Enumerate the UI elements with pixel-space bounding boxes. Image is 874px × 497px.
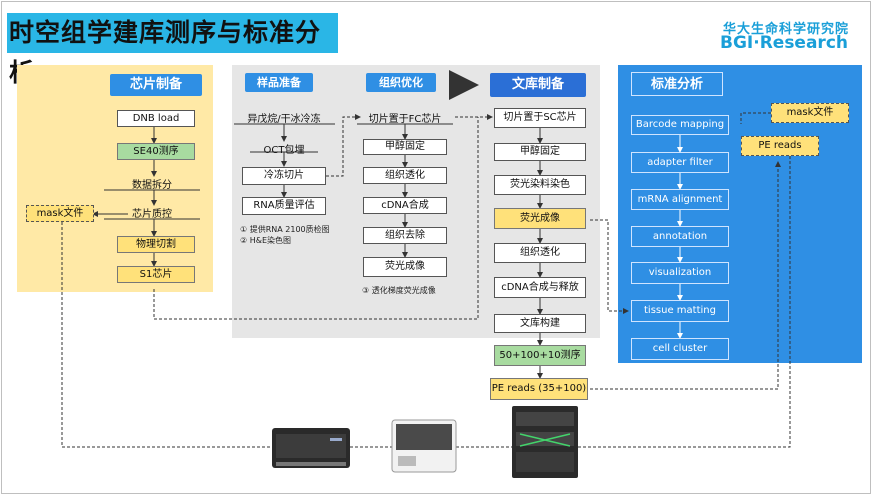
logo-cn: 华大生命科学研究院	[723, 22, 850, 37]
sample-panel-header: 样品准备	[245, 73, 313, 92]
analysis-panel-header: 标准分析	[631, 72, 723, 96]
analysis-pe-reads: PE reads	[741, 136, 819, 156]
step-annotation: annotation	[631, 226, 729, 247]
sample-note-2: ② H&E染色图	[240, 236, 292, 245]
step-lib-permeabilize: 组织透化	[494, 243, 586, 263]
tissue-panel-header: 组织优化	[366, 73, 436, 92]
step-lib-pe-reads: PE reads (35+100)	[490, 378, 588, 400]
analysis-mask-file: mask文件	[771, 103, 849, 123]
step-tissue-permeabilize: 组织透化	[363, 167, 447, 184]
step-dnb-load: DNB load	[117, 110, 195, 127]
step-oct-embed: OCT包埋	[263, 145, 305, 156]
step-tissue-methanol: 甲醇固定	[363, 139, 447, 155]
step-tissue-matting: tissue matting	[631, 300, 729, 322]
step-physical-cut: 物理切割	[117, 236, 195, 253]
tissue-note: ③ 透化梯度荧光成像	[362, 286, 436, 295]
step-data-split: 数据拆分	[132, 180, 172, 191]
step-lib-imaging: 荧光成像	[494, 208, 586, 229]
step-tissue-cdna: cDNA合成	[363, 197, 447, 214]
step-visualization: visualization	[631, 262, 729, 284]
step-sc-chip: 切片置于SC芯片	[494, 108, 586, 128]
logo-en: BGI·Research	[720, 33, 848, 53]
step-cryosection: 冷冻切片	[242, 167, 326, 185]
step-isopentane-freeze: 异戊烷/干冰冷冻	[247, 114, 321, 125]
step-mrna-alignment: mRNA alignment	[631, 189, 729, 210]
sequencer-machine-3	[512, 406, 578, 478]
step-chip-qc: 芯片质控	[132, 209, 172, 220]
chip-panel-header: 芯片制备	[110, 74, 202, 96]
chip-panel	[17, 65, 213, 292]
step-se40: SE40测序	[117, 143, 195, 160]
step-tissue-imaging: 荧光成像	[363, 257, 447, 277]
step-lib-methanol: 甲醇固定	[494, 143, 586, 161]
step-s1-chip: S1芯片	[117, 266, 195, 283]
title-banner: 时空组学建库测序与标准分析	[7, 13, 338, 87]
chip-mask-file: mask文件	[26, 205, 94, 222]
step-tissue-removal: 组织去除	[363, 227, 447, 244]
step-cell-cluster: cell cluster	[631, 338, 729, 360]
step-lib-dye: 荧光染料染色	[494, 175, 586, 195]
step-fc-chip: 切片置于FC芯片	[368, 114, 442, 125]
step-lib-construct: 文库构建	[494, 314, 586, 333]
step-lib-cdna-release: cDNA合成与释放	[494, 277, 586, 298]
step-adapter-filter: adapter filter	[631, 152, 729, 173]
sample-note-1: ① 提供RNA 2100质检图	[240, 225, 330, 234]
step-barcode-mapping: Barcode mapping	[631, 115, 729, 135]
sequencer-machine-2	[391, 419, 457, 473]
step-lib-sequencing: 50+100+10测序	[494, 345, 586, 366]
step-rna-quality: RNA质量评估	[242, 197, 326, 215]
sequencer-machine-1	[272, 428, 350, 468]
library-panel-header: 文库制备	[490, 73, 586, 97]
